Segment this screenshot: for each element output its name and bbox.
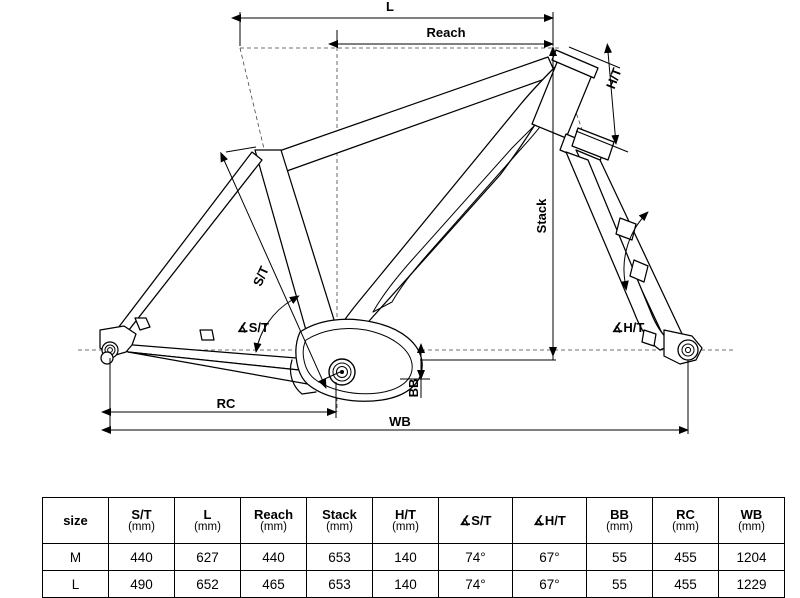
ht-dimension-line: [604, 43, 620, 145]
cell-l: 627: [174, 543, 241, 571]
dimension-lines: [101, 12, 689, 434]
header-label: H/T: [395, 506, 416, 522]
table-header-reach: Reach (mm): [240, 497, 307, 544]
cell-stack: 653: [306, 570, 373, 598]
dimension-labels: L Reach H/T Stack S/T ∡S/T ∡H/T BB RC WB: [217, 0, 645, 429]
table-header-st: S/T (mm): [108, 497, 175, 544]
derailleur-hanger: [100, 351, 114, 365]
header-unit: (mm): [326, 521, 353, 534]
label-reach: Reach: [426, 25, 465, 40]
table-header-stack: Stack (mm): [306, 497, 373, 544]
cell-rc: 455: [652, 570, 719, 598]
cell-wb: 1204: [718, 543, 785, 571]
header-label: ∡H/T: [533, 512, 566, 528]
cell-size: L: [42, 570, 109, 598]
diagram-background: [0, 0, 800, 470]
header-label: L: [203, 506, 212, 522]
label-bb-drop: BB: [406, 379, 421, 398]
label-seat-tube-angle: ∡S/T: [237, 320, 269, 335]
cell-wb: 1229: [718, 570, 785, 598]
geometry-table-container: size S/T (mm) L (mm) Reach (mm): [42, 497, 785, 598]
cell-ht: 140: [372, 570, 439, 598]
cell-rc: 455: [652, 543, 719, 571]
header-label: BB: [610, 506, 629, 522]
header-label: Reach: [253, 506, 294, 522]
label-rear-center: RC: [217, 396, 236, 411]
table-header-st-angle: ∡S/T: [438, 497, 513, 544]
header-unit: (mm): [672, 521, 699, 534]
cell-ht-angle: 67°: [512, 570, 587, 598]
frame-geometry-table: size S/T (mm) L (mm) Reach (mm): [42, 497, 785, 598]
header-label: WB: [740, 506, 763, 522]
header-label: Stack: [322, 506, 357, 522]
table-header-wb: WB (mm): [718, 497, 785, 544]
table-row: M 440 627 440 653 140 74° 67° 55 455 120…: [42, 543, 785, 571]
header-unit: (mm): [392, 521, 419, 534]
front-axle-inner: [684, 346, 692, 354]
cell-bb: 55: [586, 543, 653, 571]
ht-extension-bottom: [575, 130, 629, 153]
table-header-ht-angle: ∡H/T: [512, 497, 587, 544]
label-wheelbase: WB: [389, 414, 411, 429]
brake-mount-front: [641, 329, 657, 347]
cell-ht-angle: 67°: [512, 543, 587, 571]
ht-angle-arc: [620, 211, 649, 291]
table-header-row: size S/T (mm) L (mm) Reach (mm): [42, 497, 785, 544]
st-angle-arc: [253, 295, 300, 353]
table-header-l: L (mm): [174, 497, 241, 544]
table-header-size: size: [42, 497, 109, 544]
cell-stack: 653: [306, 543, 373, 571]
cell-l: 652: [174, 570, 241, 598]
label-head-tube-angle: ∡H/T: [612, 320, 645, 335]
cell-reach: 465: [240, 570, 307, 598]
table-header-ht: H/T (mm): [372, 497, 439, 544]
bb-center-point: [340, 370, 344, 374]
header-label: S/T: [131, 506, 152, 522]
cell-bb: 55: [586, 570, 653, 598]
label-head-tube: H/T: [603, 66, 625, 91]
brake-mount-rear: [134, 317, 151, 331]
header-unit: (mm): [194, 521, 221, 534]
st-dimension-line: [220, 151, 327, 389]
cell-st-angle: 74°: [438, 543, 513, 571]
header-label: RC: [676, 506, 695, 522]
label-stack: Stack: [534, 198, 549, 233]
battery-inset-2: [372, 119, 541, 313]
stem-clamp: [571, 127, 615, 161]
header-unit: (mm): [606, 521, 633, 534]
frame-diagram-svg: L Reach H/T Stack S/T ∡S/T ∡H/T BB RC WB: [0, 0, 800, 470]
battery-end-cap: [372, 301, 393, 313]
cell-st: 440: [108, 543, 175, 571]
header-label: ∡S/T: [459, 512, 492, 528]
header-label: size: [63, 512, 88, 528]
frame-geometry-diagram: L Reach H/T Stack S/T ∡S/T ∡H/T BB RC WB: [0, 0, 800, 470]
table-header-bb: BB (mm): [586, 497, 653, 544]
label-length: L: [386, 0, 394, 14]
cell-reach: 440: [240, 543, 307, 571]
header-unit: (mm): [128, 521, 155, 534]
cell-ht: 140: [372, 543, 439, 571]
battery-inset: [391, 123, 543, 303]
header-unit: (mm): [738, 521, 765, 534]
header-unit: (mm): [260, 521, 287, 534]
st-extension-top: [225, 146, 257, 153]
cell-st: 490: [108, 570, 175, 598]
chainstay-bridge: [199, 329, 215, 341]
table-row: L 490 652 465 653 140 74° 67° 55 455 122…: [42, 570, 785, 598]
table-header-rc: RC (mm): [652, 497, 719, 544]
cell-st-angle: 74°: [438, 570, 513, 598]
cell-size: M: [42, 543, 109, 571]
